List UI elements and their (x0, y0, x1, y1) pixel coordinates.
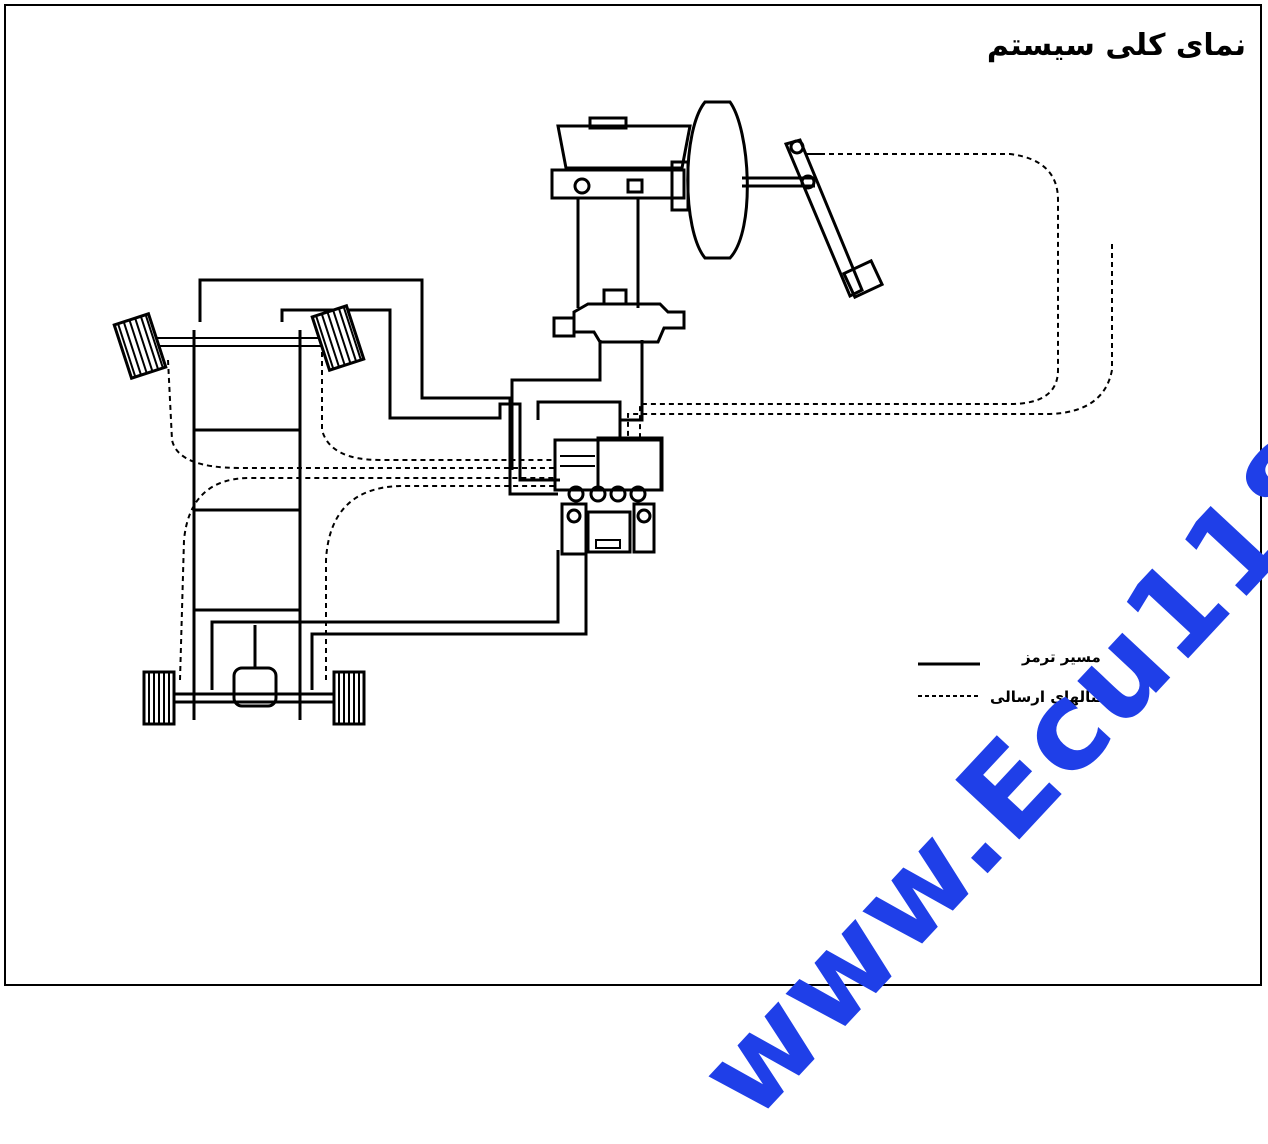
pump-motor (586, 510, 632, 554)
wheel-rear-right (332, 670, 366, 726)
reservoir-cap (588, 116, 628, 130)
pedal-pivot (789, 139, 805, 155)
booster-mount (670, 160, 690, 212)
legend-label-signals: سیگنالهای ارسالی (990, 688, 1127, 706)
brake-pedal-pad (841, 258, 885, 300)
page-title: نمای کلی سیستم (986, 28, 1246, 63)
proportioning-valve (572, 302, 686, 344)
wheel-front-right (310, 303, 366, 373)
brake-pedal-arm (783, 138, 864, 299)
valve-port-top (602, 288, 628, 306)
brake-line (198, 278, 558, 496)
solenoid (629, 485, 647, 503)
brake-line (618, 340, 644, 440)
wheel-rear-left (142, 670, 176, 726)
signal-line (321, 352, 556, 461)
wheel-front-left (112, 311, 168, 381)
valve-port (552, 316, 576, 338)
signal-line (325, 485, 556, 680)
brake-system-diagram (112, 100, 1113, 726)
accumulator (632, 502, 656, 554)
brake-line (510, 340, 602, 470)
brake-line (210, 550, 560, 690)
accumulator (560, 502, 588, 556)
reservoir (556, 124, 692, 170)
signal-line (179, 477, 556, 681)
abs-ecu (596, 436, 664, 492)
fluid-sensor (573, 177, 591, 195)
legend-label-brake-path: مسیر ترمز (1022, 648, 1101, 666)
brake-booster (686, 100, 749, 260)
signal-line (639, 153, 1059, 440)
pedal-link (800, 174, 816, 190)
pump-label (595, 539, 621, 549)
solenoid (609, 485, 627, 503)
brake-line (280, 308, 560, 482)
master-cylinder (550, 168, 686, 200)
brake-line (536, 400, 622, 440)
differential (232, 666, 278, 708)
fluid-switch (626, 178, 644, 194)
solenoid (589, 485, 607, 503)
brake-line (310, 555, 588, 690)
solenoid (567, 485, 585, 503)
signal-line (627, 244, 1113, 440)
signal-line (167, 359, 556, 469)
